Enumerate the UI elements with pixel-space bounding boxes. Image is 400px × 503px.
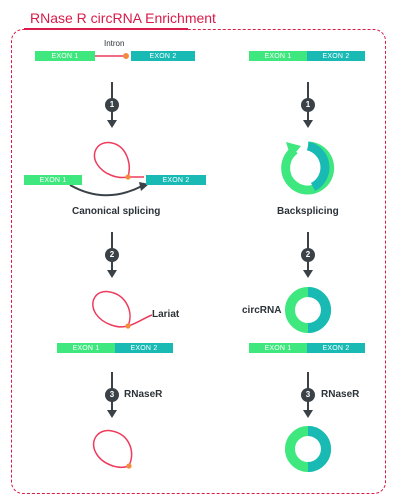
step-1-arrow-right: 1 <box>301 82 315 128</box>
step-2-arrow-left: 2 <box>105 232 119 278</box>
diagram-frame <box>11 29 386 494</box>
backsplicing-arrowhead <box>286 142 301 158</box>
exon1-spliced: EXON 1 <box>24 175 82 185</box>
lariat-label: Lariat <box>152 309 180 320</box>
backsplicing-label: Backsplicing <box>277 206 339 217</box>
pre-mrna-left-exon2: EXON 2 <box>131 51 195 61</box>
exon1-block: EXON 1 <box>35 51 95 61</box>
pre-mrna-right: EXON 1 EXON 2 <box>249 51 365 61</box>
diagram-title: RNase R circRNA Enrichment <box>30 10 216 26</box>
enriched-circrna-ring-exon2 <box>307 426 331 472</box>
rnaser-label-left: RNaseR <box>124 389 163 400</box>
exon1-block: EXON 1 <box>24 175 82 185</box>
splice-site-marker-2 <box>125 174 131 180</box>
mature-mrna-left: EXON 1 EXON 2 <box>57 343 173 353</box>
exon2-block: EXON 2 <box>115 343 173 353</box>
exon2-block: EXON 2 <box>307 51 365 61</box>
step-number: 2 <box>105 248 119 262</box>
pre-mrna-left: EXON 1 <box>35 51 95 61</box>
exon1-block: EXON 1 <box>249 51 307 61</box>
exon2-block: EXON 2 <box>307 343 365 353</box>
intron-label: Intron <box>104 39 125 48</box>
step-number: 1 <box>105 98 119 112</box>
intron-loop <box>93 141 144 179</box>
step-number: 3 <box>301 388 315 402</box>
lariat-loop <box>92 290 153 328</box>
canonical-splicing-label: Canonical splicing <box>72 206 161 217</box>
splice-site-marker <box>123 53 129 59</box>
exon1-block: EXON 1 <box>57 343 115 353</box>
exon2-block: EXON 2 <box>146 175 206 185</box>
circrna-ring-exon2 <box>307 287 331 333</box>
exon2-block: EXON 2 <box>131 51 195 61</box>
lariat-branch-point-2 <box>126 463 132 469</box>
backsplicing-ring-exon2 <box>306 141 330 192</box>
canonical-splicing-arrow <box>69 184 143 197</box>
step-number: 2 <box>301 248 315 262</box>
mature-mrna-right: EXON 1 EXON 2 <box>249 343 365 353</box>
exon2-spliced: EXON 2 <box>146 175 206 185</box>
step-number: 1 <box>301 98 315 112</box>
step-2-arrow-right: 2 <box>301 232 315 278</box>
circrna-label: circRNA <box>242 305 282 316</box>
step-1-arrow-left: 1 <box>105 82 119 128</box>
step-number: 3 <box>105 388 119 402</box>
step-3-arrow-left: 3 <box>105 372 119 418</box>
degraded-lariat-loop <box>92 429 133 468</box>
rnaser-label-right: RNaseR <box>321 389 360 400</box>
exon1-block: EXON 1 <box>249 343 307 353</box>
step-3-arrow-right: 3 <box>301 372 315 418</box>
lariat-branch-point <box>125 323 131 329</box>
